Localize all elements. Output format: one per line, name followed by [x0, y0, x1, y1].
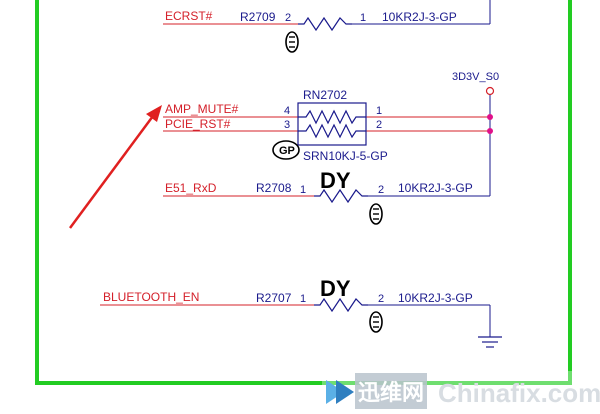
- red-annotation-arrow: [68, 105, 162, 229]
- rn2702-body: [297, 102, 367, 146]
- gp-mark-icon: [369, 311, 383, 333]
- r2707-pin-right: 2: [378, 293, 384, 305]
- net-pcie-rst-label: PCIE_RST#: [165, 117, 231, 131]
- rn2702-pin-1: 1: [376, 105, 382, 117]
- rn2702-pin-4: 4: [284, 105, 290, 117]
- r2707-group: BLUETOOTH_EN R2707 1 2 10KR2J-3-GP DY: [100, 276, 502, 348]
- r2707-ref: R2707: [256, 291, 292, 305]
- rn2702-value: SRN10KJ-5-GP: [303, 149, 388, 163]
- r2709-pin-right: 1: [360, 12, 366, 24]
- watermark-logo-icon: [326, 380, 354, 404]
- r2707-value: 10KR2J-3-GP: [398, 291, 473, 305]
- watermark-en: Chinafix.com: [438, 378, 600, 408]
- page-border: [35, 0, 572, 385]
- net-amp-mute-label: AMP_MUTE#: [165, 102, 239, 116]
- r2707-pin-left: 1: [300, 293, 306, 305]
- r2709-group: ECRST# R2709 2 1 10KR2J-3-GP: [163, 0, 491, 53]
- junction-dot: [487, 128, 493, 134]
- net-bluetooth-en-label: BLUETOOTH_EN: [103, 290, 199, 304]
- r2708-dy-label: DY: [320, 168, 351, 193]
- r2709-symbol: [298, 16, 352, 32]
- r2709-pin-left: 2: [285, 12, 291, 24]
- r2708-symbol: [314, 188, 368, 204]
- r2708-pin-right: 2: [378, 184, 384, 196]
- r2708-pin-left: 1: [300, 184, 306, 196]
- r2708-value: 10KR2J-3-GP: [398, 181, 473, 195]
- rn2702-group: AMP_MUTE# PCIE_RST# RN2702 4 3 1 2 SRN10…: [163, 88, 493, 163]
- gp-mark-icon: [369, 203, 383, 225]
- r2709-ref: R2709: [240, 10, 276, 24]
- r2708-ref: R2708: [256, 181, 292, 195]
- rn2702-ref: RN2702: [303, 88, 347, 102]
- gp-mark-icon: [285, 31, 299, 53]
- net-ecrst-label: ECRST#: [165, 9, 213, 23]
- junction-dot: [487, 114, 493, 120]
- r2707-dy-label: DY: [320, 276, 351, 301]
- rn2702-pin-2: 2: [376, 119, 382, 131]
- power-net-label: 3D3V_S0: [452, 71, 499, 83]
- r2709-value: 10KR2J-3-GP: [382, 10, 457, 24]
- rn2702-pin-3: 3: [284, 119, 290, 131]
- net-e51-rxd-label: E51_RxD: [165, 181, 217, 195]
- watermark: 迅维网 Chinafix.com: [322, 371, 600, 414]
- gp-mark-icon: GP: [272, 140, 300, 160]
- watermark-cn: 迅维网: [358, 380, 424, 406]
- power-port-icon: 3D3V_S0: [452, 71, 499, 196]
- r2708-group: E51_RxD R2708 1 2 10KR2J-3-GP DY: [163, 168, 490, 225]
- svg-text:GP: GP: [279, 145, 295, 157]
- ground-icon: [478, 336, 502, 348]
- r2707-symbol: [314, 297, 368, 313]
